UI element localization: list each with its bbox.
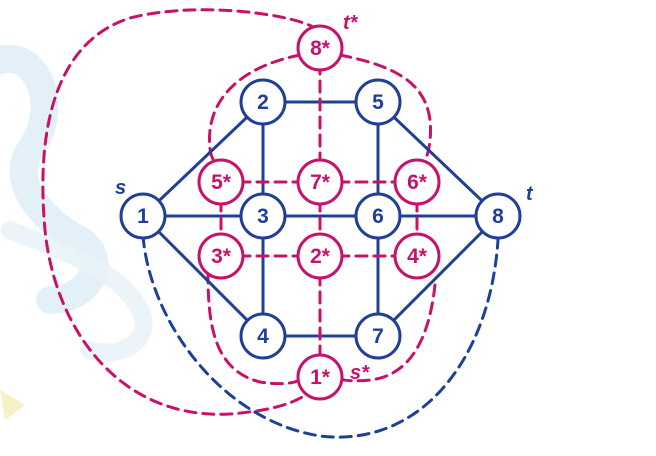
dual-node-circle [197,232,245,280]
primal-edge-1-4 [141,214,265,338]
dual-source-label: s* [350,362,370,384]
primal-node-label: 2 [257,91,269,114]
primal-node-circle [239,312,287,360]
primal-edge-7-8 [376,214,500,338]
primal-node-circle [239,78,287,126]
dual-node-2star: 2* [296,232,344,280]
primal-node-circle [354,78,402,126]
dual-edge-8star-5star [208,53,302,165]
dual-node-label: 3* [211,245,232,268]
dual-node-label: 2* [310,245,331,268]
source-label: s [115,177,126,199]
dual-node-6star: 6* [393,158,441,206]
dual-node-label: 1* [310,366,331,389]
dual-node-circle [296,24,344,72]
dual-node-5star: 5* [197,158,245,206]
dual-node-label: 7* [310,171,331,194]
sink-label: t [526,183,534,205]
dual-node-label: 4* [407,245,428,268]
primal-node-6: 6 [354,192,402,240]
primal-edge-1-2 [141,100,265,218]
primal-node-3: 3 [239,192,287,240]
primal-node-circle [354,312,402,360]
primal-node-label: 3 [257,205,269,228]
dual-node-label: 8* [310,37,331,60]
primal-node-label: 4 [257,325,269,348]
dual-node-circle [296,353,344,401]
primal-node-2: 2 [239,78,287,126]
primal-node-1: 1 [119,192,167,240]
dual-node-3star: 3* [197,232,245,280]
primal-node-circle [119,192,167,240]
primal-node-5: 5 [354,78,402,126]
primal-node-label: 1 [137,205,149,228]
primal-edge-5-8 [376,100,500,218]
dual-node-circle [393,232,441,280]
dual-node-circle [296,232,344,280]
primal-node-label: 7 [372,325,384,348]
primal-node-4: 4 [239,312,287,360]
watermark-accent [0,390,25,420]
primal-node-circle [354,192,402,240]
dual-edge-8star-1star-outer [41,8,320,416]
dual-node-circle [393,158,441,206]
dual-outer-edges [41,8,437,416]
dual-edge-3star-1star [206,270,302,386]
watermark-swirl-2 [1,221,153,362]
primal-node-label: 5 [372,91,384,114]
dual-node-8star: 8* [296,24,344,72]
dual-node-4star: 4* [393,232,441,280]
primal-node-label: 8 [492,205,504,228]
dual-node-circle [197,158,245,206]
primal-node-8: 8 [474,192,522,240]
dual-edge-4star-1star [336,283,437,383]
background-watermark [0,44,153,420]
dual-node-1star: 1* [296,353,344,401]
nodes: 1 2 3 4 5 6 7 8 1* 2* 3* 4* 5* 6* 7* 8* [119,24,522,401]
primal-node-circle [239,192,287,240]
dual-sink-label: t* [343,12,359,34]
dual-node-label: 6* [407,171,428,194]
dual-node-label: 5* [211,171,232,194]
dual-node-circle [296,158,344,206]
primal-node-circle [474,192,522,240]
primal-node-7: 7 [354,312,402,360]
dual-node-7star: 7* [296,158,344,206]
primal-node-label: 6 [372,205,384,228]
